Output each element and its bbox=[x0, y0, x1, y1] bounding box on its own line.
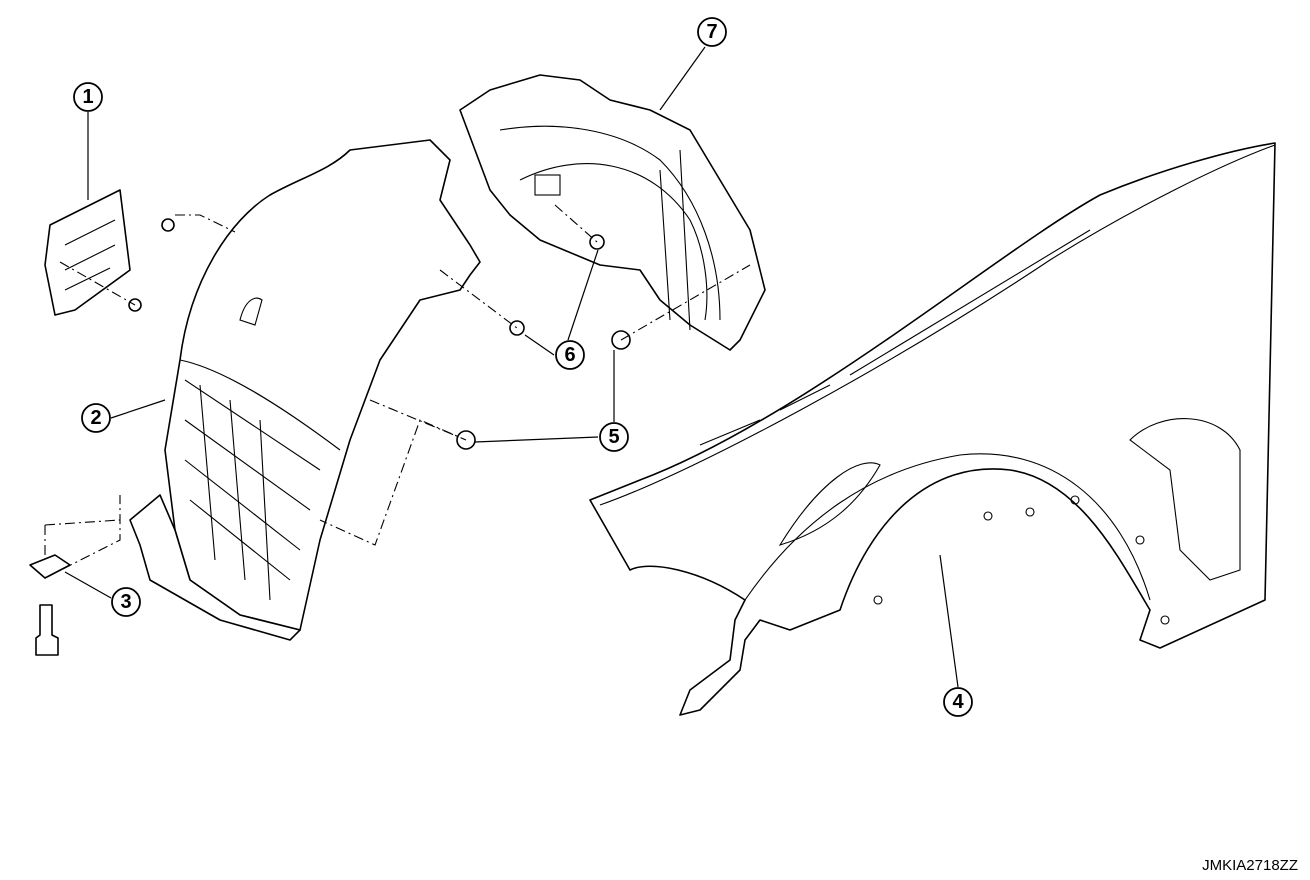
callout-7: 7 bbox=[697, 17, 727, 47]
bolt bbox=[35, 604, 59, 656]
callout-label: 1 bbox=[82, 86, 93, 108]
figure-code: JMKIA2718ZZ bbox=[1202, 857, 1298, 874]
callout-4: 4 bbox=[943, 687, 973, 717]
callout-label: 3 bbox=[120, 591, 131, 613]
rear-fender-protector bbox=[459, 74, 766, 351]
assembly-lines bbox=[44, 204, 751, 579]
callout-3: 3 bbox=[111, 587, 141, 617]
callout-2: 2 bbox=[81, 403, 111, 433]
bracket bbox=[44, 189, 131, 316]
callout-label: 5 bbox=[608, 426, 619, 448]
callout-6: 6 bbox=[555, 340, 585, 370]
front-fender-protector bbox=[44, 139, 481, 641]
callout-1: 1 bbox=[73, 82, 103, 112]
callout-label: 7 bbox=[706, 21, 717, 43]
front-fender bbox=[589, 142, 1276, 716]
callout-5: 5 bbox=[599, 422, 629, 452]
callout-label: 6 bbox=[564, 344, 575, 366]
callout-label: 4 bbox=[952, 691, 964, 713]
callout-label: 2 bbox=[90, 407, 101, 429]
leader-lines bbox=[64, 46, 959, 688]
